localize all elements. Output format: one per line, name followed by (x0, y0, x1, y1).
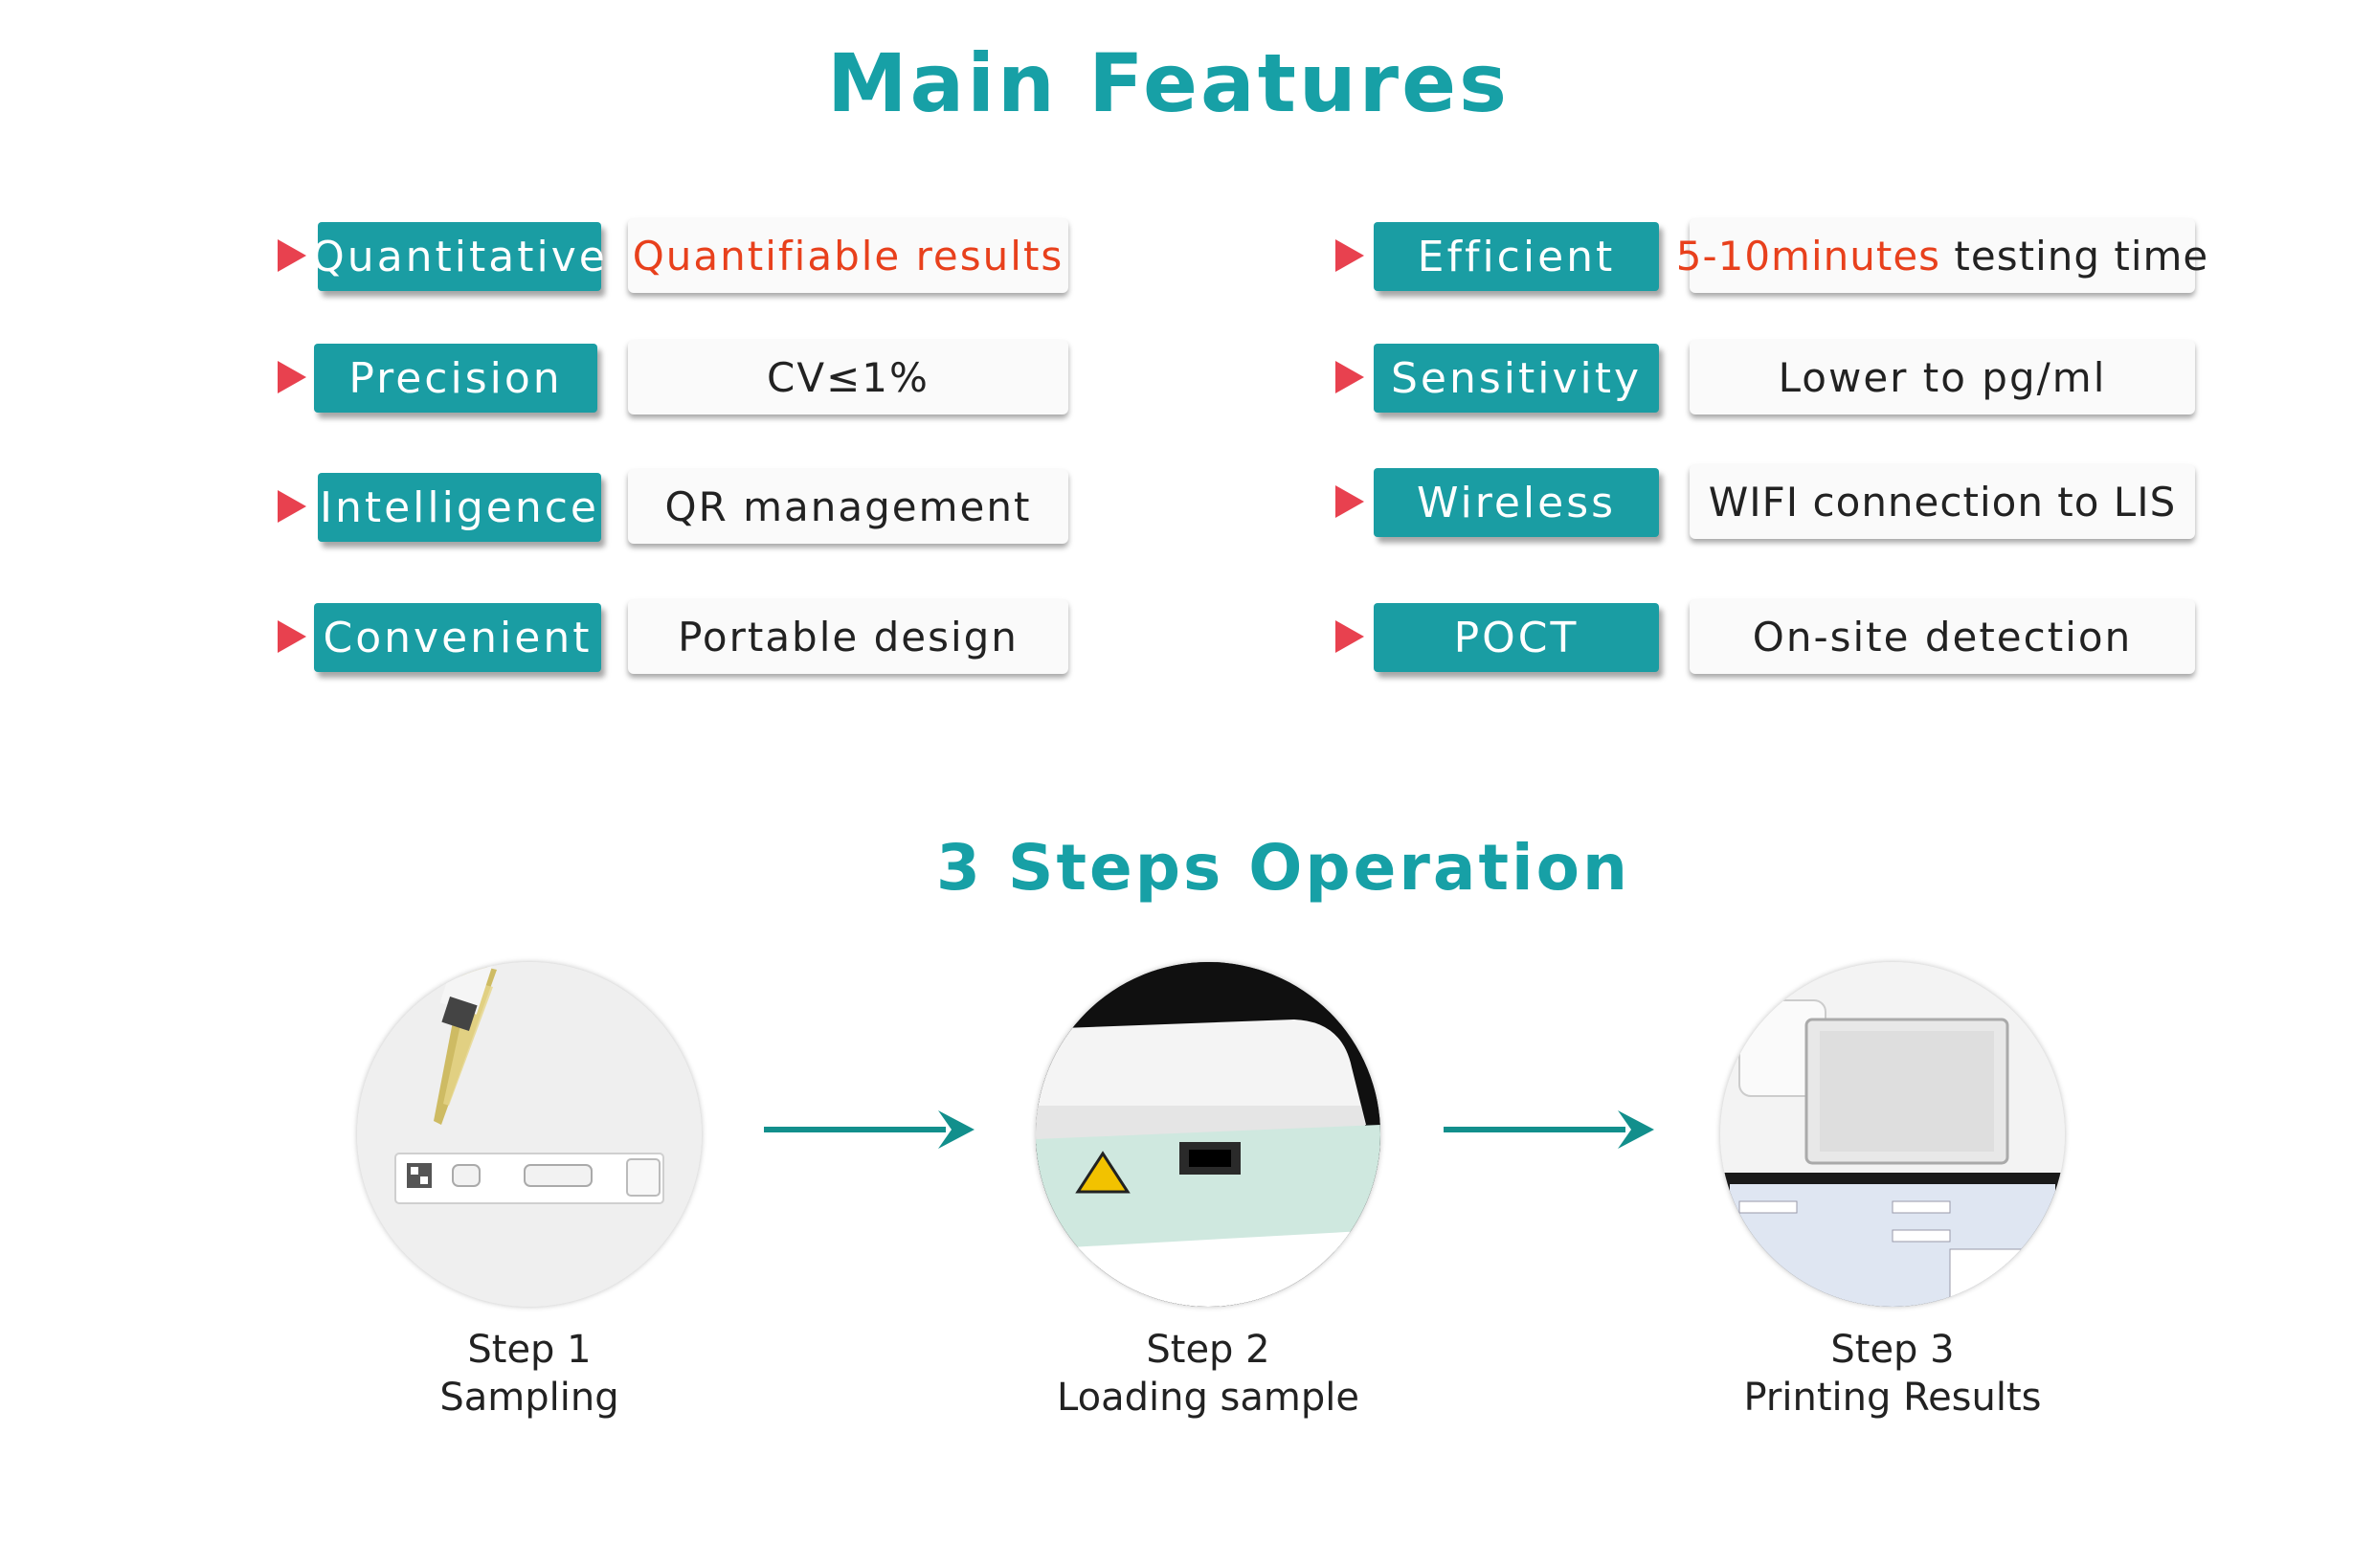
right-arrow-icon (1444, 1110, 1654, 1149)
feature-tag: Intelligence (318, 473, 601, 542)
step-label: Printing Results (1743, 1376, 2042, 1420)
feature-desc: Portable design (628, 599, 1068, 674)
triangle-bullet-icon (1335, 239, 1364, 272)
feature-desc-rest: testing time (1940, 232, 2209, 280)
feature-tag: Sensitivity (1374, 344, 1659, 413)
right-arrow-icon (764, 1110, 975, 1149)
triangle-bullet-icon (278, 361, 306, 393)
feature-desc: WIFI connection to LIS (1690, 464, 2195, 539)
step-label: Sampling (439, 1376, 619, 1420)
analyzer-slot-icon (1036, 962, 1380, 1307)
feature-tag: Wireless (1374, 468, 1659, 537)
feature-row-wireless: Wireless WIFI connection to LIS (1335, 464, 2207, 541)
feature-row-efficient: Efficient 5-10minutes testing time (1335, 218, 2207, 295)
feature-desc-highlight: 5-10minutes (1675, 232, 1941, 280)
step-number: Step 2 (1146, 1328, 1270, 1372)
triangle-bullet-icon (1335, 485, 1364, 518)
feature-desc: Quantifiable results (628, 218, 1068, 293)
step-1-caption: Step 1 Sampling (290, 1326, 769, 1422)
feature-desc: CV≤1% (628, 340, 1068, 414)
step-number: Step 3 (1830, 1328, 1955, 1372)
feature-row-poct: POCT On-site detection (1335, 599, 2207, 676)
feature-tag: POCT (1374, 603, 1659, 672)
feature-desc: 5-10minutes testing time (1676, 218, 2207, 293)
feature-row-sensitivity: Sensitivity Lower to pg/ml (1335, 340, 2207, 416)
feature-row-intelligence: Intelligence QR management (278, 469, 1072, 546)
feature-row-convenient: Convenient Portable design (278, 599, 1072, 676)
triangle-bullet-icon (1335, 361, 1364, 393)
feature-desc: QR management (628, 469, 1068, 544)
main-features-title: Main Features (826, 36, 1511, 130)
feature-row-precision: Precision CV≤1% (278, 340, 1072, 416)
triangle-bullet-icon (278, 620, 306, 653)
pipette-test-cassette-icon (357, 962, 702, 1307)
feature-desc: On-site detection (1690, 599, 2195, 674)
feature-tag: Precision (314, 344, 597, 413)
feature-tag: Convenient (314, 603, 601, 672)
step-3-caption: Step 3 Printing Results (1653, 1326, 2132, 1422)
feature-desc: Lower to pg/ml (1690, 340, 2195, 414)
triangle-bullet-icon (278, 490, 306, 523)
feature-tag: Quantitative (311, 222, 605, 291)
triangle-bullet-icon (1335, 620, 1364, 653)
analyzer-printer-screen-icon (1720, 962, 2065, 1307)
feature-tag: Efficient (1374, 222, 1659, 291)
triangle-bullet-icon (278, 239, 306, 272)
feature-row-quantitative: Quantitative Quantifiable results (278, 218, 1072, 295)
step-number: Step 1 (467, 1328, 592, 1372)
step-2-caption: Step 2 Loading sample (969, 1326, 1447, 1422)
steps-title: 3 Steps Operation (936, 831, 1630, 905)
step-label: Loading sample (1057, 1376, 1359, 1420)
